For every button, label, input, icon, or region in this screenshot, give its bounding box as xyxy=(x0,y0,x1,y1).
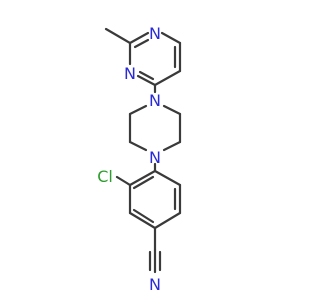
atom-label-nitrile-n: N xyxy=(149,275,161,294)
bond-methyl xyxy=(104,27,132,45)
bond-chloro xyxy=(115,175,132,187)
bond-benzene-c1-c2 xyxy=(153,169,182,187)
bond-pyrimidine-c5-c4 xyxy=(153,69,182,87)
bond-benzene-c4-c5 xyxy=(128,211,157,230)
bond-benzene-c4-c5-inner xyxy=(132,208,155,224)
bond-benzene-c3-c4 xyxy=(153,211,182,230)
bond-benzene-c6-c1-inner xyxy=(132,175,155,190)
bond-pyrimidine-c2-n1-inner xyxy=(133,38,150,49)
atom-label-chlorine: Cl xyxy=(97,167,113,186)
bond-pyrimidine-c4-n3 xyxy=(136,74,157,87)
bond-pyrimidine-c2-n1 xyxy=(128,31,150,45)
bond-piperazine-c6-n1 xyxy=(128,104,148,116)
atom-label-pyrimidine-n3: N xyxy=(124,64,136,83)
bond-piperazine-n4-c5 xyxy=(128,140,148,152)
atom-label-pyrimidine-n1: N xyxy=(149,24,161,43)
atom-label-piperazine-n1: N xyxy=(149,91,161,110)
molecule-diagram: N N N N Cl N xyxy=(97,24,182,294)
bond-piperazine-n1-c2 xyxy=(162,104,182,116)
atom-label-piperazine-n4: N xyxy=(149,148,161,167)
bond-piperazine-c3-n4 xyxy=(162,140,182,152)
bond-pyrimidine-n1-c6 xyxy=(160,31,182,45)
bond-benzene-c6-c1 xyxy=(128,169,157,187)
bond-pyrimidine-c4-n3-inner xyxy=(138,70,155,81)
